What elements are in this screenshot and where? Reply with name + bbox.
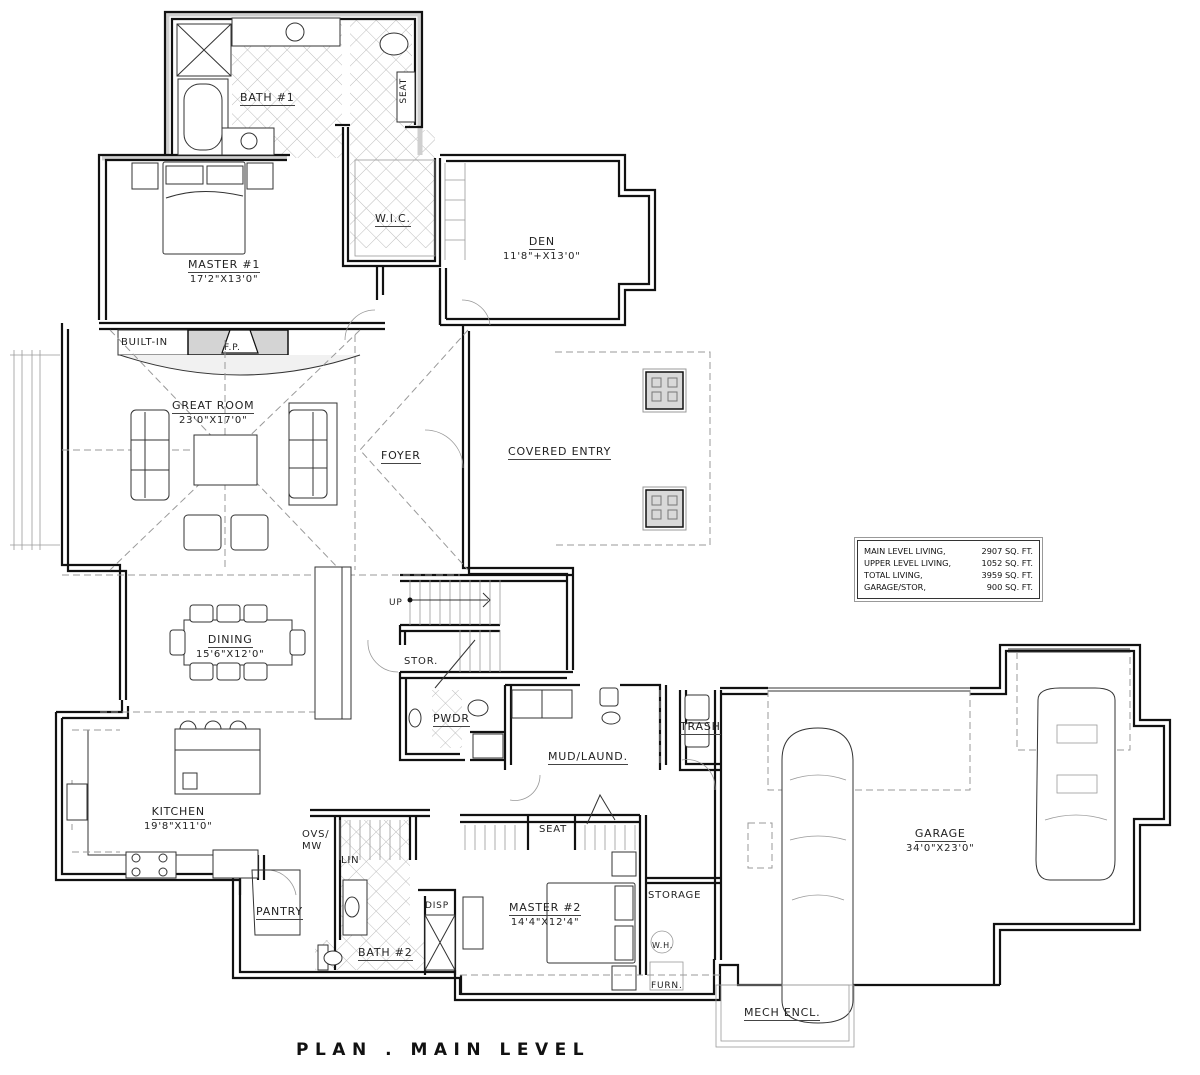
room-label-mech-encl: MECH ENCL. [744, 1006, 821, 1021]
room-label-built-in: BUILT-IN [121, 337, 168, 348]
bath1-fixtures [176, 17, 416, 156]
room-label-wh: W.H. [652, 941, 674, 950]
square-footage-table: MAIN LEVEL LIVING,2907 SQ. FT. UPPER LEV… [854, 537, 1043, 602]
room-label-covered-entry: COVERED ENTRY [508, 445, 612, 460]
covered-entry-features [555, 351, 711, 546]
stair-up-label: UP [389, 598, 403, 608]
room-label-bath2: BATH #2 [358, 946, 413, 961]
master1-furniture [131, 161, 376, 341]
master2-furniture [460, 851, 720, 991]
room-label-mud-laund: MUD/LAUND. [548, 750, 628, 765]
room-label-furn: FURN. [651, 981, 683, 991]
room-label-pantry: PANTRY [256, 905, 303, 920]
dining-features [62, 566, 460, 720]
kitchen-features [66, 720, 297, 896]
room-label-bath1: BATH #1 [240, 91, 295, 106]
room-label-lin: LIN [341, 855, 360, 866]
sqft-row: GARAGE/STOR,900 SQ. FT. [864, 582, 1033, 592]
sqft-row: TOTAL LIVING,3959 SQ. FT. [864, 570, 1033, 580]
room-label-ovs-mw: OVS/MW [302, 829, 330, 852]
stair [367, 580, 501, 689]
powder-mud-features [408, 687, 716, 850]
room-label-trash: TRASH [680, 720, 721, 735]
sqft-row: MAIN LEVEL LIVING,2907 SQ. FT. [864, 546, 1033, 556]
room-label-wic: W.I.C. [375, 212, 411, 227]
great-room-features [10, 329, 469, 571]
room-label-pwdr: PWDR [433, 712, 470, 727]
room-label-seat-upper: SEAT [399, 78, 409, 104]
room-label-fireplace: F.P. [224, 343, 241, 353]
room-label-storage: STORAGE [648, 890, 702, 901]
pantry-bath2-features [251, 820, 456, 971]
plan-title: PLAN . MAIN LEVEL [296, 1040, 591, 1060]
room-label-stor: STOR. [404, 656, 439, 667]
room-label-disp: DISP [425, 901, 449, 911]
room-label-seat-lower: SEAT [539, 824, 568, 835]
room-label-foyer: FOYER [381, 449, 421, 464]
garage-features [715, 648, 1131, 1048]
sqft-row: UPPER LEVEL LIVING,1052 SQ. FT. [864, 558, 1033, 568]
closet-rods [354, 159, 491, 326]
